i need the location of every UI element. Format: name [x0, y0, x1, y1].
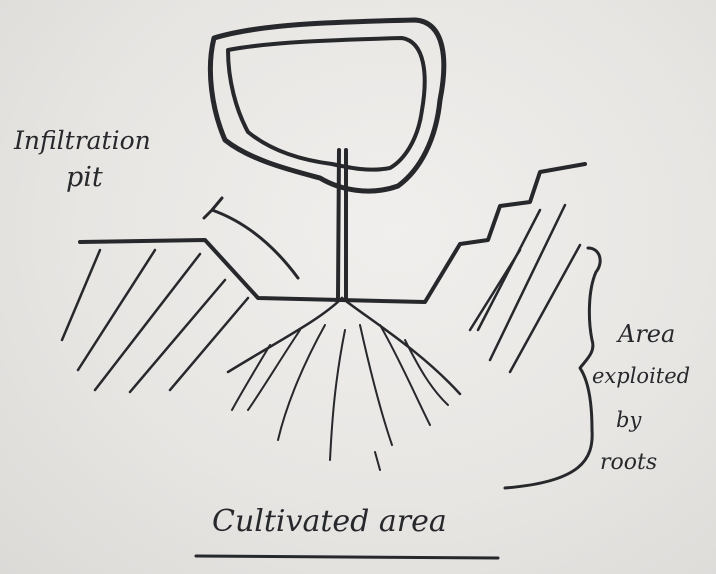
area-label-line4: roots: [600, 450, 657, 475]
hatch-right: [470, 205, 580, 372]
hatch-left: [62, 250, 248, 392]
title-underline: [196, 556, 498, 558]
tree-trunk: [338, 150, 346, 298]
pit-arrow: [204, 198, 298, 278]
diagram-title: Cultivated area: [212, 504, 447, 539]
tree-crown-inner: [228, 38, 425, 170]
pit-label-line1: Infiltration: [14, 126, 151, 155]
area-label-line3: by: [616, 408, 641, 432]
pit-label-line2: pit: [66, 162, 103, 193]
roots: [228, 298, 460, 470]
area-brace: [505, 248, 600, 488]
area-label-line2: exploited: [592, 364, 690, 388]
area-label-line1: Area: [618, 320, 675, 348]
